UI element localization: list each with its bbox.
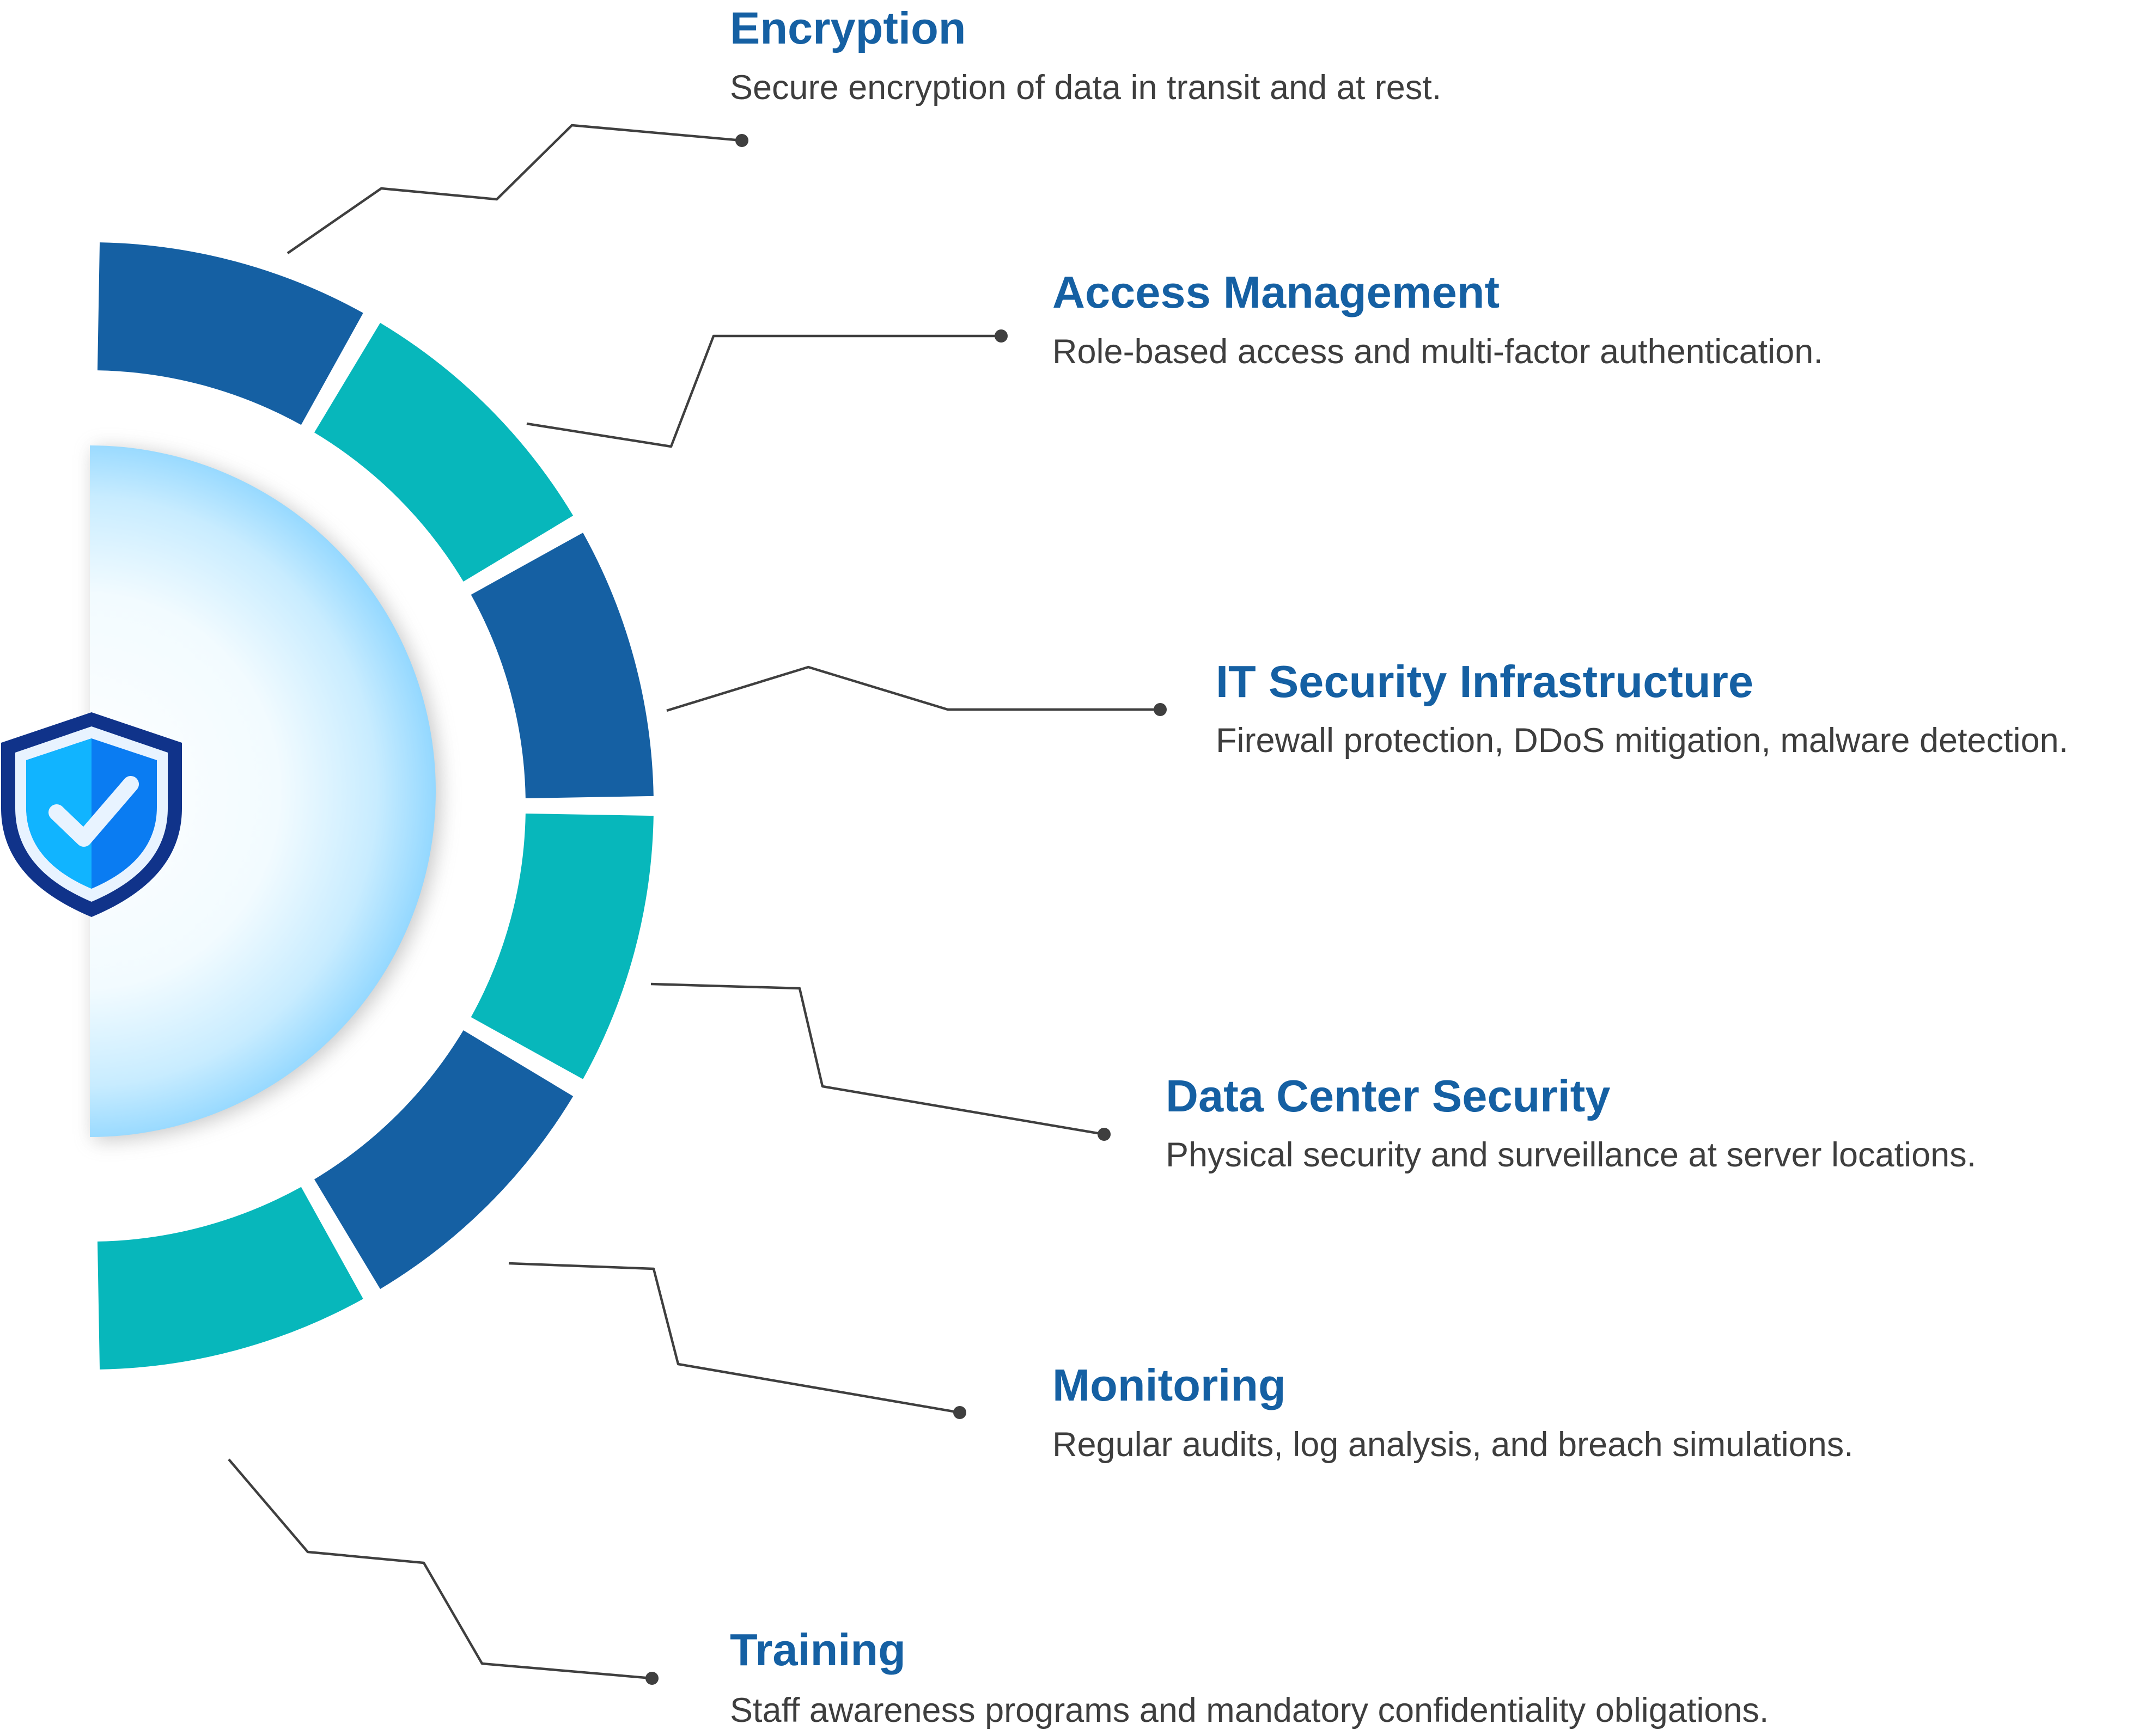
item-access-management: Access Management Role-based access and … <box>1052 267 1823 371</box>
item-description: Firewall protection, DDoS mitigation, ma… <box>1216 722 2068 760</box>
item-encryption: Encryption Secure encryption of data in … <box>730 3 1441 107</box>
item-data-center-security: Data Center Security Physical security a… <box>1166 1071 1976 1174</box>
center-hemisphere <box>90 445 440 1140</box>
item-title: Data Center Security <box>1166 1071 1610 1121</box>
segment-encryption <box>97 242 363 425</box>
segment-it-security-infrastructure <box>471 533 654 799</box>
item-description: Staff awareness programs and mandatory c… <box>730 1691 1769 1729</box>
ring-segments <box>97 242 654 1370</box>
item-labels: Encryption Secure encryption of data in … <box>730 3 2068 1729</box>
connector-it-security-infrastructure <box>666 665 1160 712</box>
item-description: Regular audits, log analysis, and breach… <box>1052 1426 1854 1464</box>
segment-access-management <box>314 322 574 582</box>
connector-data-center-security <box>650 982 1105 1136</box>
item-title: Access Management <box>1052 267 1500 317</box>
item-description: Physical security and surveillance at se… <box>1166 1136 1976 1174</box>
segment-data-center-security <box>471 813 654 1079</box>
connector-access-management <box>526 334 1001 448</box>
item-title: Monitoring <box>1052 1360 1286 1410</box>
shield-check-icon <box>1 712 182 917</box>
connector-dot <box>735 134 748 147</box>
connector-dot <box>1098 1128 1111 1141</box>
item-description: Secure encryption of data in transit and… <box>730 69 1441 107</box>
item-title: Encryption <box>730 3 966 53</box>
item-title: Training <box>730 1624 906 1675</box>
item-monitoring: Monitoring Regular audits, log analysis,… <box>1052 1360 1854 1464</box>
connector-lines <box>228 124 1167 1685</box>
connector-encryption <box>287 124 742 254</box>
connector-dot <box>645 1672 659 1685</box>
item-title: IT Security Infrastructure <box>1216 656 1753 707</box>
item-training: Training Staff awareness programs and ma… <box>730 1624 1769 1729</box>
item-it-security-infrastructure: IT Security Infrastructure Firewall prot… <box>1216 656 2068 760</box>
connector-dot <box>953 1406 966 1419</box>
connector-dot <box>1154 703 1167 716</box>
connector-dot <box>995 329 1008 343</box>
segment-monitoring <box>314 1030 574 1289</box>
item-description: Role-based access and multi-factor authe… <box>1052 333 1823 371</box>
connector-training <box>228 1458 653 1680</box>
segment-training <box>97 1187 363 1370</box>
connector-monitoring <box>508 1262 960 1414</box>
